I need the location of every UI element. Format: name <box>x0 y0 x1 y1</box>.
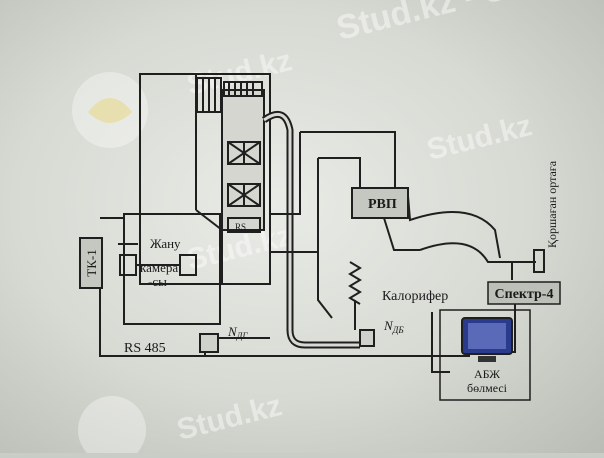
rvp-box <box>351 187 409 219</box>
flue-duct-inner <box>263 112 360 347</box>
economizer-block <box>227 183 261 207</box>
rvp-outlet <box>383 217 420 251</box>
ndb-label: NДБ <box>383 318 404 335</box>
rvp-label: РВП <box>368 197 397 212</box>
bolmesi-label: бөлмесі <box>467 381 508 395</box>
tk1-label: ТК-1 <box>84 249 99 276</box>
spektr4-label: Спектр-4 <box>495 287 554 302</box>
zhanu-label: Жану <box>150 236 181 251</box>
boiler-shell <box>139 73 271 285</box>
watermark-logo-icon <box>78 396 146 458</box>
spektr-pc-link-left <box>431 312 450 373</box>
exhaust-duct-lower <box>419 242 536 263</box>
duct-left-link <box>270 132 301 215</box>
rs485-label: RS 485 <box>124 341 166 356</box>
watermark-text: Stud.kz - Stud <box>333 0 562 48</box>
kamera-label: камера <box>140 260 178 275</box>
abzh-label: АБЖ <box>474 367 500 381</box>
duct-top <box>300 131 396 192</box>
kamera-sy-label: -сы <box>148 274 167 289</box>
watermark-text: Stud.kz <box>424 109 535 167</box>
sensor-left <box>119 254 137 276</box>
superheater-block <box>227 141 261 165</box>
stack-outlet <box>533 249 545 273</box>
ndg-label: NДГ <box>227 324 248 341</box>
tk1-controller <box>79 237 103 289</box>
rs-box-label: RS <box>235 222 246 232</box>
duct-inner-top <box>318 157 361 192</box>
rs-box <box>227 217 261 233</box>
drum-tubes <box>196 77 263 113</box>
korshagan-label: Қоршаған ортаға <box>545 160 559 248</box>
spektr4-box <box>487 281 561 305</box>
duct-down <box>317 158 333 319</box>
furnace-hopper <box>195 209 223 284</box>
smoke-exhauster-fan <box>199 333 219 353</box>
control-frame <box>123 213 221 325</box>
exhaust-duct-upper <box>407 195 501 259</box>
calorifer-label: Калорифер <box>382 289 448 304</box>
computer-monitor-icon <box>461 317 513 362</box>
calorifer-coil <box>348 261 362 305</box>
control-room-frame <box>439 309 531 401</box>
watermark-text: Stud.kz <box>174 389 285 447</box>
watermark-logo-icon <box>72 72 148 148</box>
blower-fan <box>359 329 375 347</box>
